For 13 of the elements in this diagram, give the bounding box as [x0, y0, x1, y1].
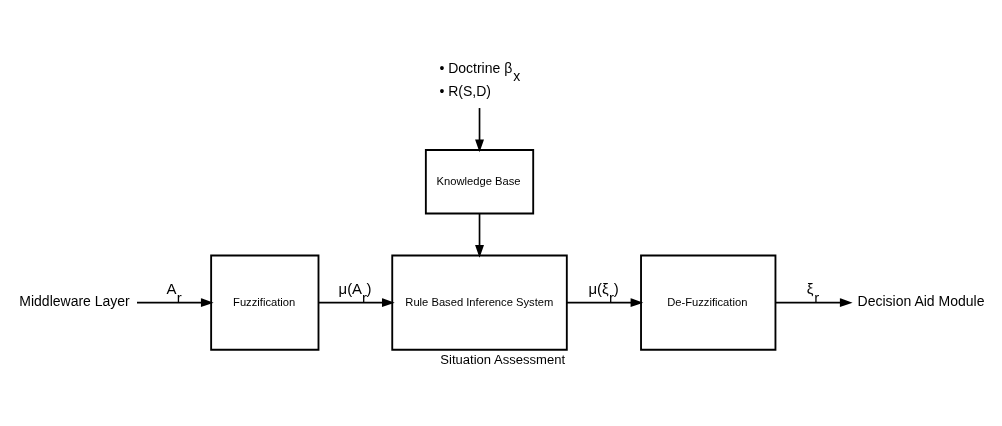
- arrow: [774, 297, 853, 307]
- node-text: Middleware Layer: [19, 292, 130, 309]
- node-box: Knowledge Base: [424, 148, 535, 214]
- arrow: [475, 212, 484, 258]
- arrow: [136, 297, 214, 307]
- arrow: [317, 297, 395, 307]
- caption: Situation Assessment: [440, 351, 566, 367]
- node-box: Fuzzification: [210, 254, 320, 351]
- node-box: Rule Based Inference System: [391, 254, 568, 351]
- arrow: [475, 106, 484, 152]
- node-text: Decision Aid Module: [857, 292, 985, 309]
- arrow: [566, 297, 644, 307]
- node-box: De-Fuzzification: [640, 254, 777, 351]
